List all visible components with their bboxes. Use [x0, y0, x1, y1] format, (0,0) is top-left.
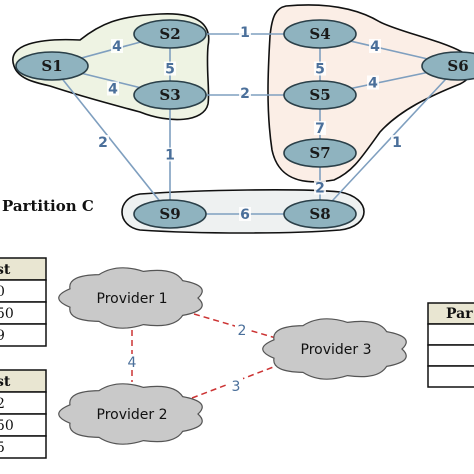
provider-cloud-3[interactable]: Provider 3	[262, 318, 407, 380]
node-label: S3	[159, 86, 180, 104]
edge-weight-bg	[239, 207, 251, 221]
table-cell	[0, 391, 47, 415]
table-cell-text: 2	[0, 396, 5, 412]
node-label: S7	[309, 144, 330, 162]
edge-weight-label: 4	[108, 82, 118, 98]
edge-weight-label: 1	[240, 25, 250, 41]
partition-b-region	[267, 4, 474, 183]
node-s1[interactable]: S1	[15, 51, 89, 81]
edge-weight-label: 4	[112, 39, 122, 55]
table-cell	[0, 323, 47, 347]
table-cell-text: 0	[0, 284, 5, 300]
node-ellipse	[133, 19, 207, 49]
node-ellipse	[133, 80, 207, 110]
node-s2[interactable]: S2	[133, 19, 207, 49]
table-cell	[0, 279, 47, 303]
edge-weight-bg	[391, 135, 403, 149]
provider-label: Provider 3	[301, 342, 372, 358]
provider-link-weight: 2	[238, 323, 247, 339]
node-s5[interactable]: S5	[283, 80, 357, 110]
table-cell-text: 9	[0, 328, 5, 344]
edge-weight-bg	[97, 135, 109, 149]
node-s6[interactable]: S6	[421, 51, 474, 81]
edge-weight-bg	[367, 75, 379, 90]
edge-weight-label: 7	[315, 121, 325, 137]
table-header-text: Par	[446, 306, 473, 322]
edge-s1-s9	[51, 65, 171, 215]
edge-s6-s8	[319, 65, 459, 215]
node-s7[interactable]: S7	[283, 138, 357, 168]
node-ellipse	[283, 19, 357, 49]
table-cell-text: 5	[0, 440, 5, 456]
provider-label: Provider 1	[97, 291, 168, 307]
table-cell-text: 50	[0, 418, 14, 434]
partition-c-label: Partition C	[2, 197, 94, 215]
node-label: S9	[159, 205, 180, 223]
edge-weight-label: 2	[315, 181, 325, 197]
node-ellipse	[421, 51, 474, 81]
node-ellipse	[283, 80, 357, 110]
edge-weight-label: 5	[315, 62, 325, 78]
node-label: S6	[447, 57, 468, 75]
provider-cloud-2[interactable]: Provider 2	[58, 383, 203, 445]
node-label: S5	[309, 86, 330, 104]
edge-weight-label: 1	[392, 135, 402, 151]
edge-weight-bg	[239, 25, 251, 39]
node-ellipse	[133, 199, 207, 229]
edge-weight-label: 6	[240, 207, 250, 223]
provider-cloud-1[interactable]: Provider 1	[58, 267, 203, 329]
node-label: S4	[309, 25, 330, 43]
node-label: S8	[309, 205, 330, 223]
provider-link-weight: 4	[128, 355, 137, 371]
table-cell	[427, 365, 474, 388]
table-header-text: st	[0, 374, 11, 390]
edge-weight-label: 1	[165, 148, 175, 164]
node-ellipse	[15, 51, 89, 81]
edge-weight-label: 5	[165, 62, 175, 78]
edge-weight-bg	[314, 180, 326, 195]
edge-weight-bg	[369, 39, 381, 53]
edge-weight-bg	[111, 39, 123, 53]
table-cell-text: 50	[0, 306, 14, 322]
table-cell	[427, 323, 474, 346]
edge-weight-bg	[314, 121, 326, 135]
node-s3[interactable]: S3	[133, 80, 207, 110]
edge-weight-bg	[107, 81, 119, 96]
provider-link-weight-bg	[229, 378, 243, 394]
node-label: S2	[159, 25, 180, 43]
node-ellipse	[283, 199, 357, 229]
cloud-shape	[262, 318, 407, 380]
cloud-shape	[58, 267, 203, 329]
table-top-left: st 0 50 9	[0, 257, 47, 347]
edge-weight-bg	[164, 61, 176, 76]
edge-weight-bg	[164, 147, 176, 162]
node-ellipse	[283, 138, 357, 168]
edge-weight-label: 2	[240, 86, 250, 102]
provider-link-weight-bg	[235, 322, 249, 338]
provider-link-weight-bg	[125, 354, 139, 370]
node-s8[interactable]: S8	[283, 199, 357, 229]
provider-link-weight: 3	[232, 379, 241, 395]
table-right: Par	[427, 302, 474, 388]
node-s9[interactable]: S9	[133, 199, 207, 229]
node-s4[interactable]: S4	[283, 19, 357, 49]
table-header-text: st	[0, 262, 11, 278]
edge-weight-bg	[314, 61, 326, 76]
table-bottom-left: st 2 50 5	[0, 369, 47, 459]
table-cell	[0, 435, 47, 459]
provider-label: Provider 2	[97, 407, 168, 423]
edge-weight-bg	[239, 86, 251, 100]
edge-weight-label: 2	[98, 135, 108, 151]
cloud-shape	[58, 383, 203, 445]
table-cell	[427, 344, 474, 367]
edge-weight-label: 4	[368, 76, 378, 92]
edge-weight-label: 4	[370, 39, 380, 55]
node-label: S1	[41, 57, 62, 75]
